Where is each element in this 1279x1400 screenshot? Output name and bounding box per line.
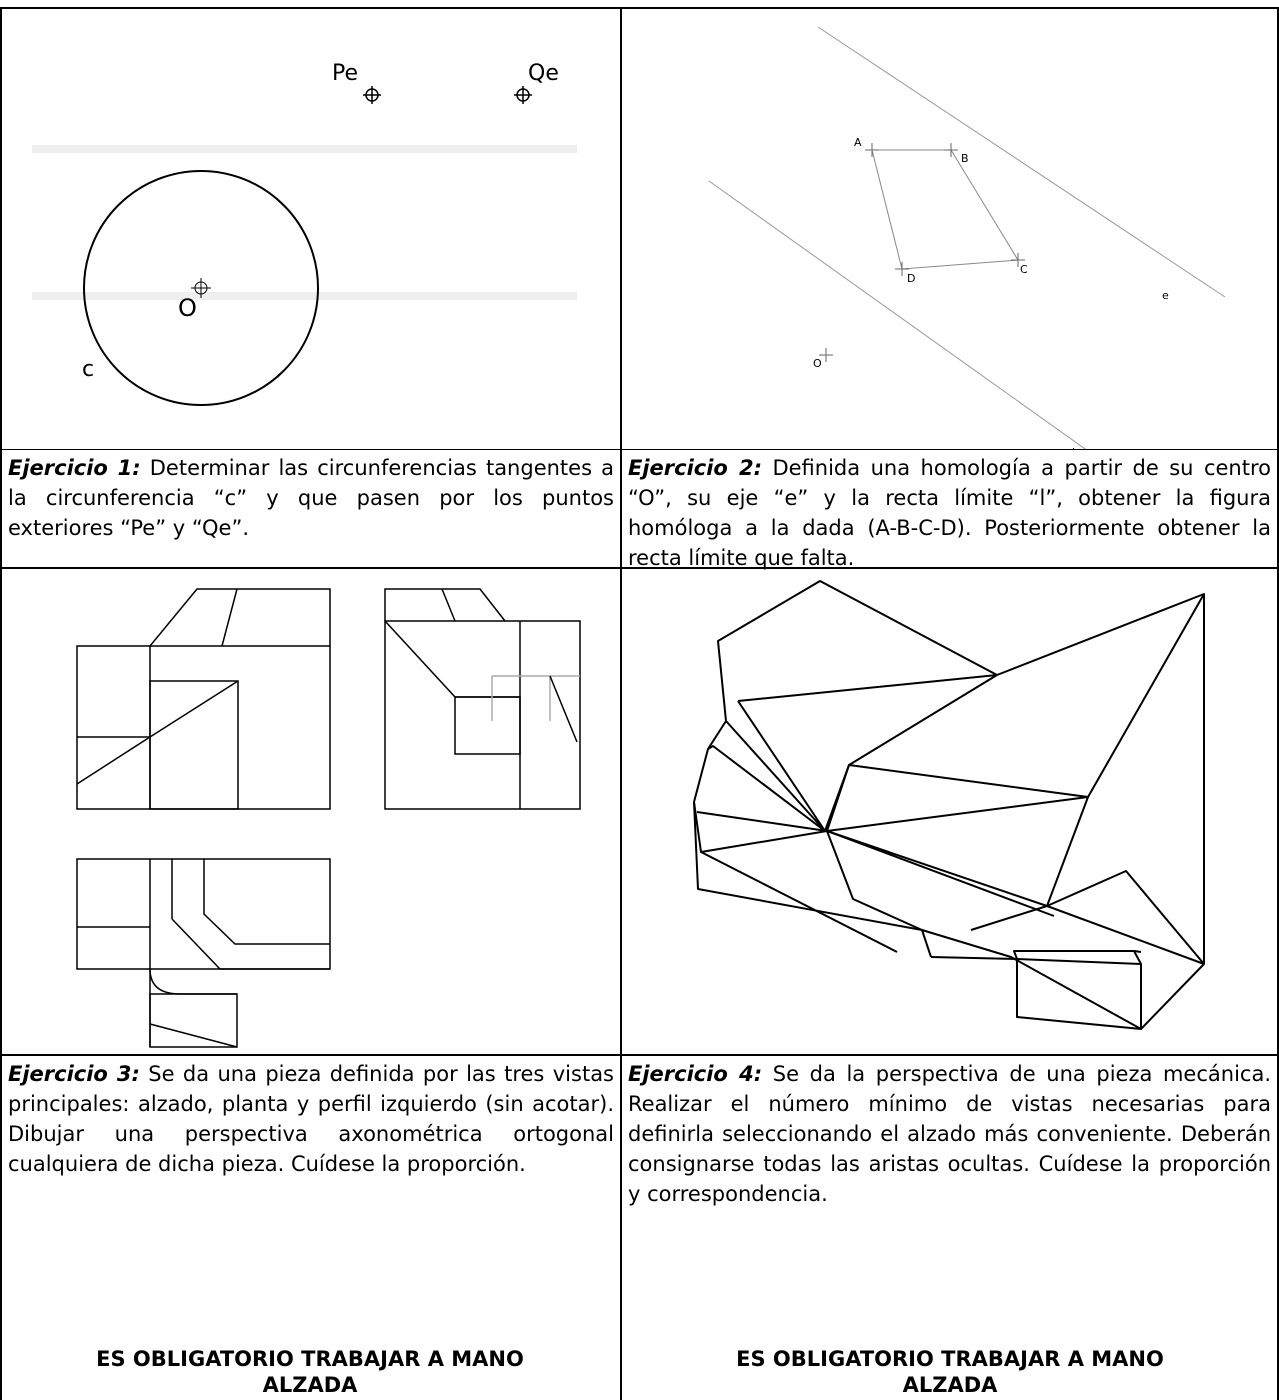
ex4-title: Ejercicio 4:: [628, 1062, 763, 1086]
label-d: D: [907, 272, 915, 285]
ex3-text: Se da una pieza definida por las tres vi…: [8, 1062, 614, 1176]
label-c: c: [82, 357, 94, 382]
label-b: B: [961, 152, 969, 165]
quad-abcd: [871, 149, 1019, 270]
ex3-statement: Ejercicio 3: Se da una pieza definida po…: [2, 1056, 620, 1400]
table-left-border: [0, 7, 2, 1400]
label-o-center: O: [813, 357, 822, 370]
label-e: e: [1162, 289, 1169, 302]
profile-view: [384, 588, 581, 810]
point-pe-marker: [363, 86, 381, 104]
row1-divider: [0, 449, 1279, 450]
elevation-view: [76, 588, 331, 810]
point-qe-marker: [514, 86, 532, 104]
ex4-text: Se da la perspectiva de una pieza mecáni…: [628, 1062, 1271, 1206]
ex1-title: Ejercicio 1:: [8, 456, 141, 480]
ex1-statement: Ejercicio 1: Determinar las circunferenc…: [2, 450, 620, 567]
point-o-marker: [191, 278, 211, 298]
table-top-border: [0, 7, 1279, 9]
table-right-border: [1277, 7, 1279, 1400]
label-c-vertex: C: [1020, 263, 1028, 276]
ex1-text: Determinar las circunferencias tangentes…: [8, 456, 615, 540]
label-a: A: [854, 136, 862, 149]
row3-divider: [0, 1054, 1279, 1056]
piece-outline: [693, 580, 1205, 1030]
ex4-statement: Ejercicio 4: Se da la perspectiva de una…: [622, 1056, 1277, 1400]
ex3-handwork-notice: ES OBLIGATORIO TRABAJAR A MANO ALZADA: [96, 1347, 524, 1397]
label-l: l: [1072, 446, 1075, 449]
table-center-divider: [620, 7, 622, 1400]
ex2-drawing: A B C D O e l: [708, 26, 1226, 449]
ex2-text: Definida una homología a partir de su ce…: [628, 456, 1271, 570]
ex4-handwork-notice: ES OBLIGATORIO TRABAJAR A MANO ALZADA: [736, 1347, 1164, 1397]
ex2-title: Ejercicio 2:: [628, 456, 762, 480]
limit-line-l: [708, 180, 1087, 449]
ex4-drawing: [693, 580, 1205, 1030]
label-qe: Qe: [528, 61, 559, 86]
ex3-title: Ejercicio 3:: [8, 1062, 140, 1086]
row2-divider: [0, 567, 1279, 569]
ex2-statement: Ejercicio 2: Definida una homología a pa…: [622, 450, 1277, 570]
circle-c: [83, 170, 319, 406]
label-pe: Pe: [332, 61, 358, 86]
ex1-drawing: Pe Qe O c: [32, 61, 577, 406]
ex3-drawing: [76, 588, 581, 1048]
axis-e: [817, 26, 1226, 298]
label-o: O: [178, 294, 197, 322]
plan-view: [76, 858, 331, 1048]
